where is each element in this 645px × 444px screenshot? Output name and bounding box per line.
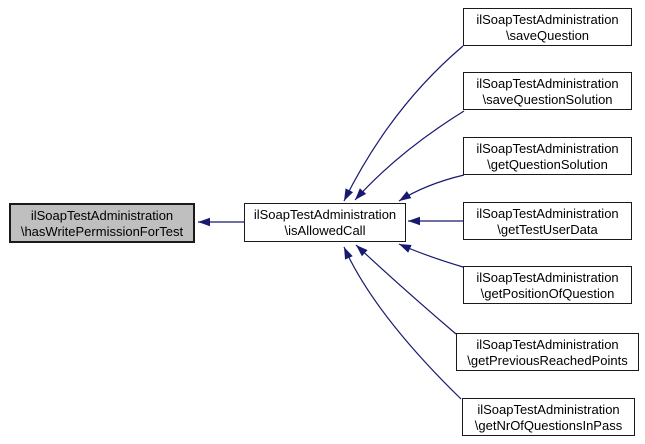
node-label-line1: ilSoapTestAdministration <box>476 76 619 91</box>
node-saveQuestionSolution[interactable]: ilSoapTestAdministration \saveQuestionSo… <box>463 72 632 110</box>
node-label-line1: ilSoapTestAdministration <box>476 141 619 156</box>
node-label-line1: ilSoapTestAdministration <box>30 208 174 223</box>
edge-getPositionOfQuestion-to-isAllowedCall <box>398 243 464 268</box>
node-label-line2: \hasWritePermissionForTest <box>20 224 184 239</box>
node-label-line2: \saveQuestionSolution <box>482 92 613 107</box>
node-label-line2: \isAllowedCall <box>284 223 366 238</box>
node-saveQuestion[interactable]: ilSoapTestAdministration \saveQuestion <box>463 8 632 46</box>
node-getPreviousReachedPoints[interactable]: ilSoapTestAdministration \getPreviousRea… <box>456 333 639 371</box>
node-label-line1: ilSoapTestAdministration <box>253 207 397 222</box>
node-hasWritePermissionForTest: ilSoapTestAdministration \hasWritePermis… <box>9 203 195 243</box>
node-label-line2: \getQuestionSolution <box>487 157 608 172</box>
node-getTestUserData[interactable]: ilSoapTestAdministration \getTestUserDat… <box>463 202 632 240</box>
node-label-line2: \getPreviousReachedPoints <box>467 353 628 368</box>
edge-getQuestionSolution-to-isAllowedCall <box>398 174 465 202</box>
node-label-line1: ilSoapTestAdministration <box>477 402 620 417</box>
edge-saveQuestionSolution-to-isAllowedCall <box>354 110 465 201</box>
node-label-line2: \saveQuestion <box>505 28 590 43</box>
node-label-line2: \getPositionOfQuestion <box>480 286 615 301</box>
node-label-line1: ilSoapTestAdministration <box>476 270 619 285</box>
node-label-line1: ilSoapTestAdministration <box>476 337 619 352</box>
node-label-line2: \getTestUserData <box>497 222 598 237</box>
edge-getNrOfQuestionsInPass-to-isAllowedCall <box>343 246 462 400</box>
node-isAllowedCall[interactable]: ilSoapTestAdministration \isAllowedCall <box>244 203 406 242</box>
edge-saveQuestion-to-isAllowedCall <box>343 45 464 202</box>
node-label-line2: \getNrOfQuestionsInPass <box>474 418 623 433</box>
node-getPositionOfQuestion[interactable]: ilSoapTestAdministration \getPositionOfQ… <box>463 266 632 304</box>
edge-getPreviousReachedPoints-to-isAllowedCall <box>355 244 457 335</box>
node-label-line1: ilSoapTestAdministration <box>476 206 619 221</box>
node-getNrOfQuestionsInPass[interactable]: ilSoapTestAdministration \getNrOfQuestio… <box>462 398 635 436</box>
node-label-line1: ilSoapTestAdministration <box>476 12 619 27</box>
node-getQuestionSolution[interactable]: ilSoapTestAdministration \getQuestionSol… <box>463 137 632 175</box>
